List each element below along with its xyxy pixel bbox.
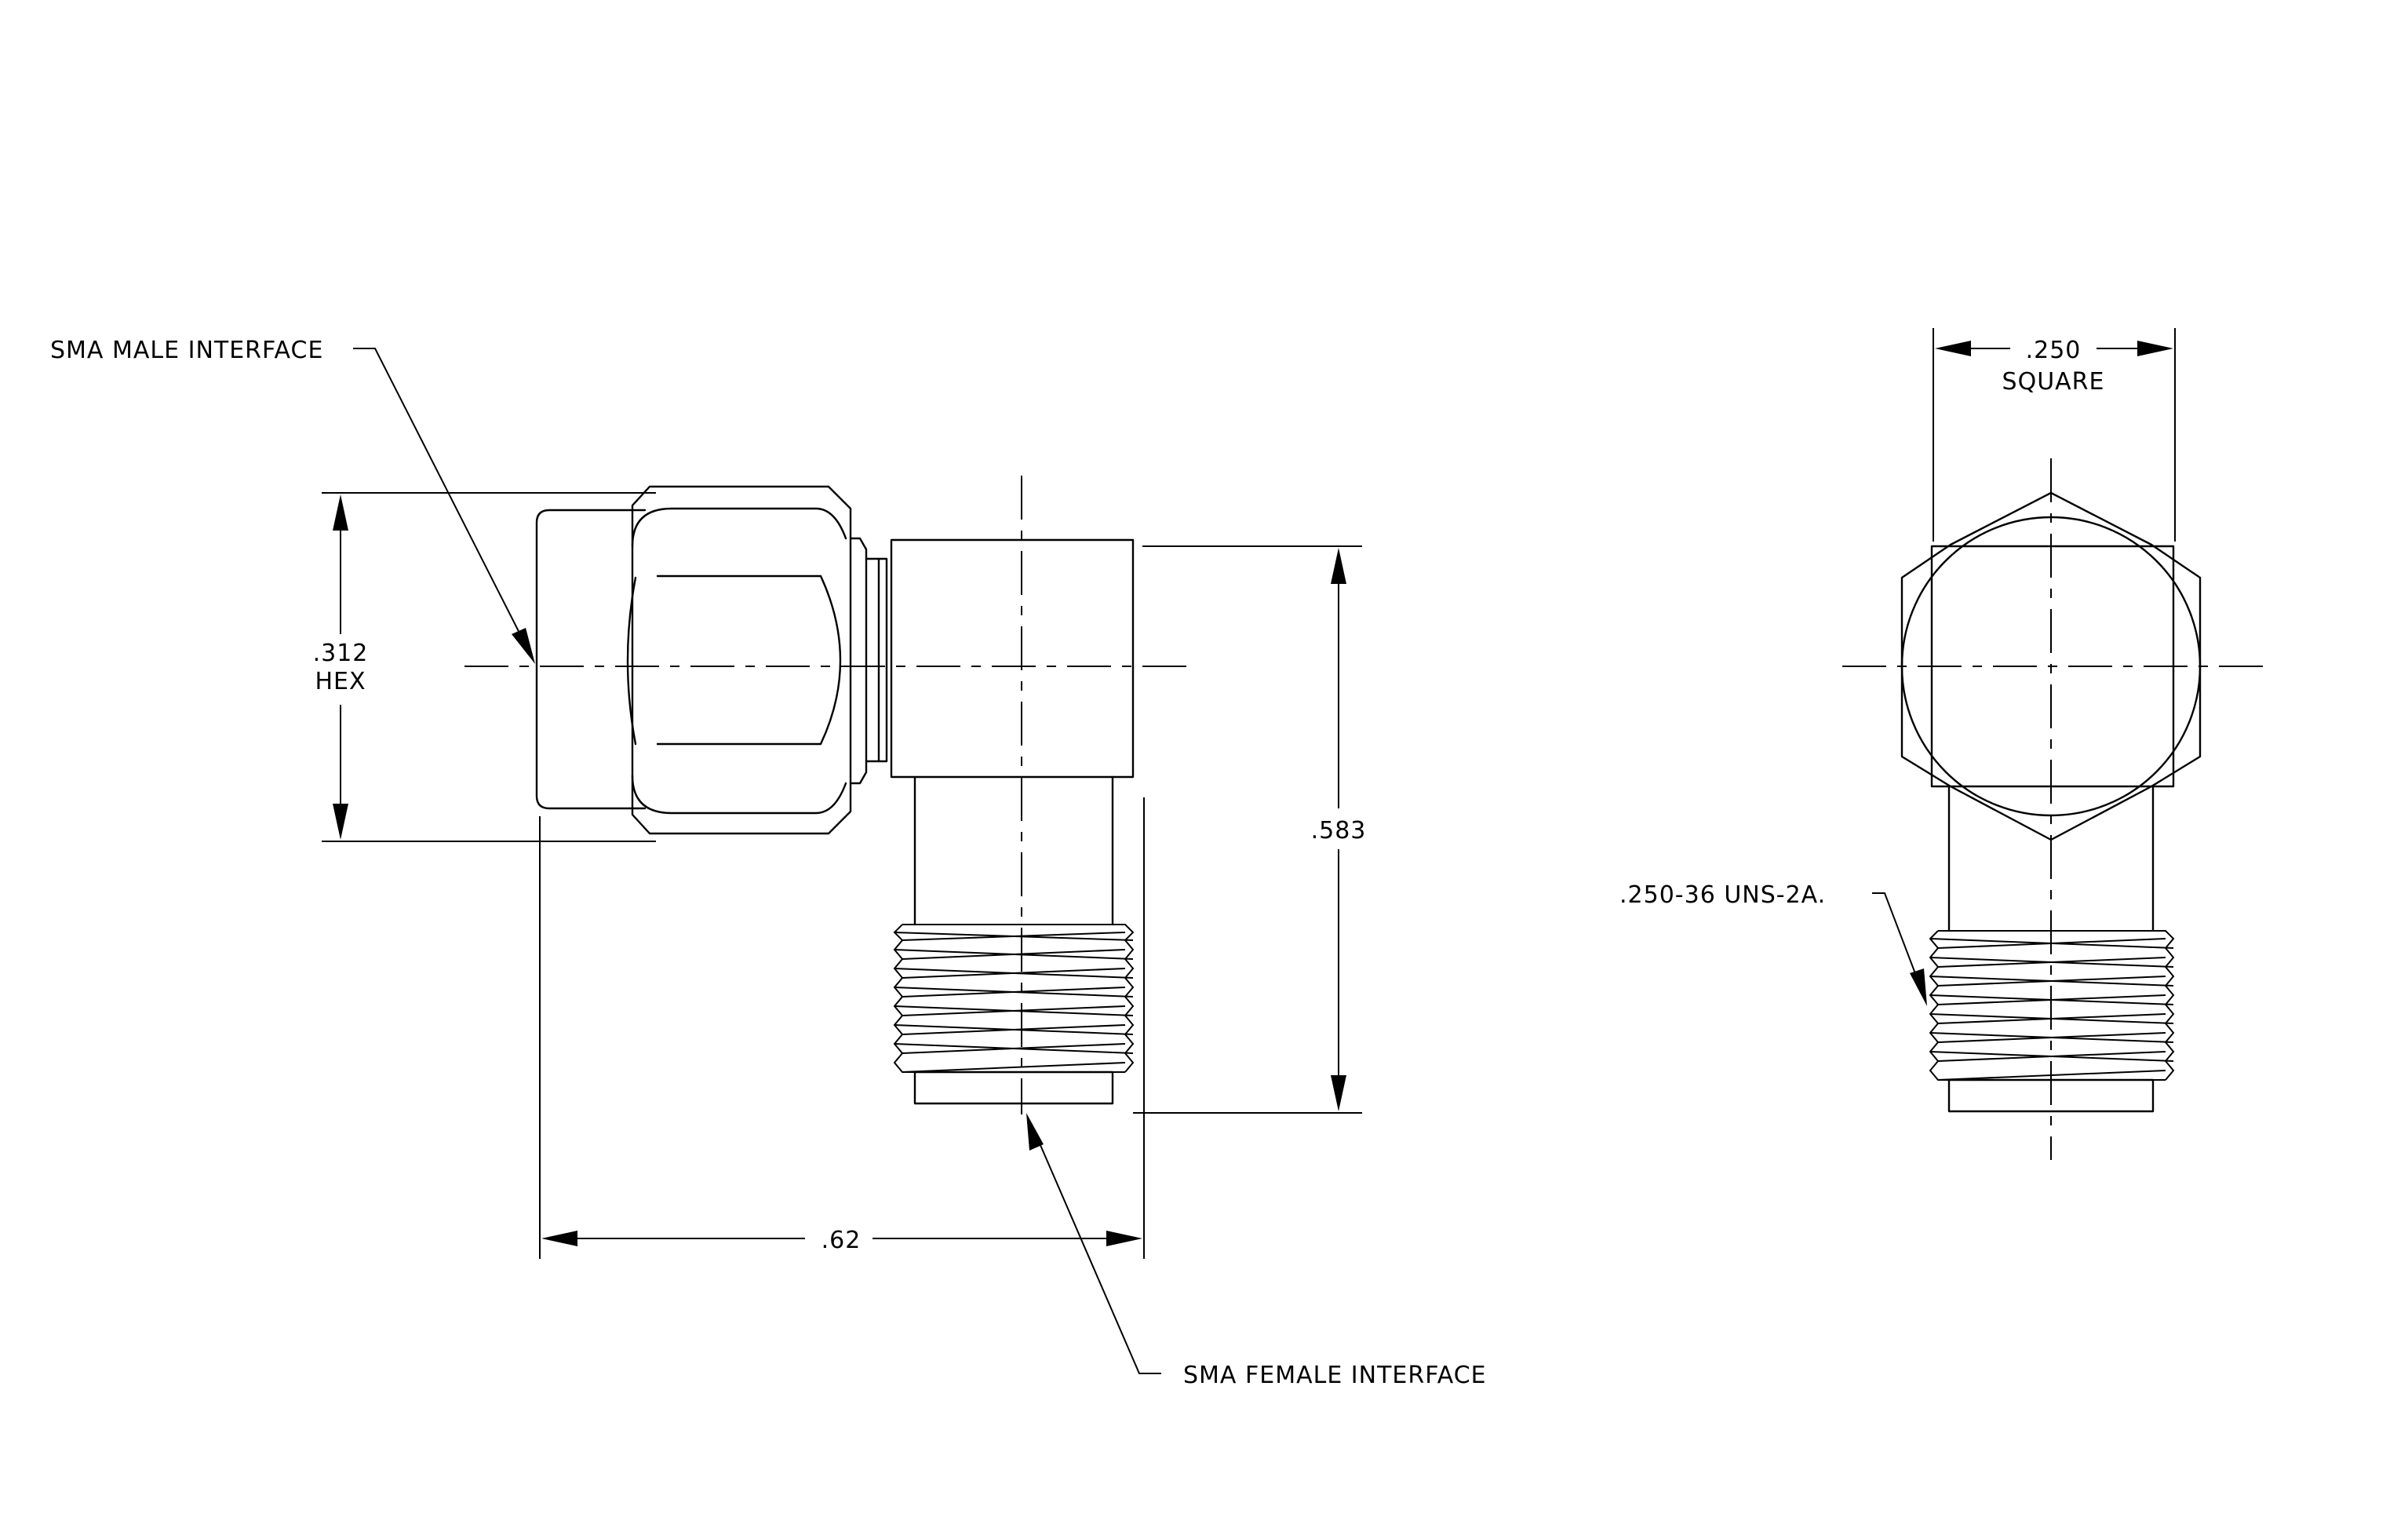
male-interface-label: SMA MALE INTERFACE [50,337,323,364]
square-dim-arrow-right [2137,341,2173,356]
hex-dim-arrow-top [333,494,348,531]
female-interface-leader [1032,1126,1161,1374]
hex-facet-upper [631,507,847,548]
neck-collar [865,557,888,763]
thread-leader [1872,892,1923,993]
female-interface-label: SMA FEMALE INTERFACE [1183,1362,1487,1389]
hex-dim-value: .312 [313,640,369,667]
neck-ring [849,537,868,785]
angle-body [890,538,1135,779]
square-dim-arrow-left [1935,341,1971,356]
square-dim-value: .250 [2026,337,2082,364]
side-view: .312 HEX .583 .62 SMA MALE INTERFACE SMA… [50,337,1487,1389]
extension-lines [322,492,1362,1259]
square-ext-lines [1933,328,2176,542]
length-dim-arrow-left [541,1231,577,1246]
thread-spec-label: .250-36 UNS-2A. [1619,881,1826,909]
male-nut-cap [535,509,647,810]
end-view: .250 SQUARE .250-36 UNS-2A. [1619,328,2266,1160]
square-dim-unit: SQUARE [2002,368,2105,396]
female-tip [913,1071,1114,1105]
length-dim-arrow-right [1106,1231,1142,1246]
female-thread [893,924,1135,1073]
hex-dim-unit: HEX [315,668,366,695]
hex-nut [631,485,852,835]
height-dim-arrow-bottom [1331,1075,1346,1111]
female-barrel [913,775,1114,926]
height-dim-arrow-top [1331,548,1346,584]
female-interface-arrow [1026,1113,1044,1151]
length-dim-value: .62 [821,1227,862,1254]
end-view-barrel [1947,785,2155,932]
male-interface-leader [353,348,530,652]
hex-facet-lower [631,774,847,815]
height-dim-value: .583 [1311,817,1367,844]
hex-dim-arrow-bottom [333,804,348,840]
male-interface-arrow [512,628,535,664]
hex-facet-middle [626,574,842,746]
thread-leader-arrow [1910,968,1927,1006]
